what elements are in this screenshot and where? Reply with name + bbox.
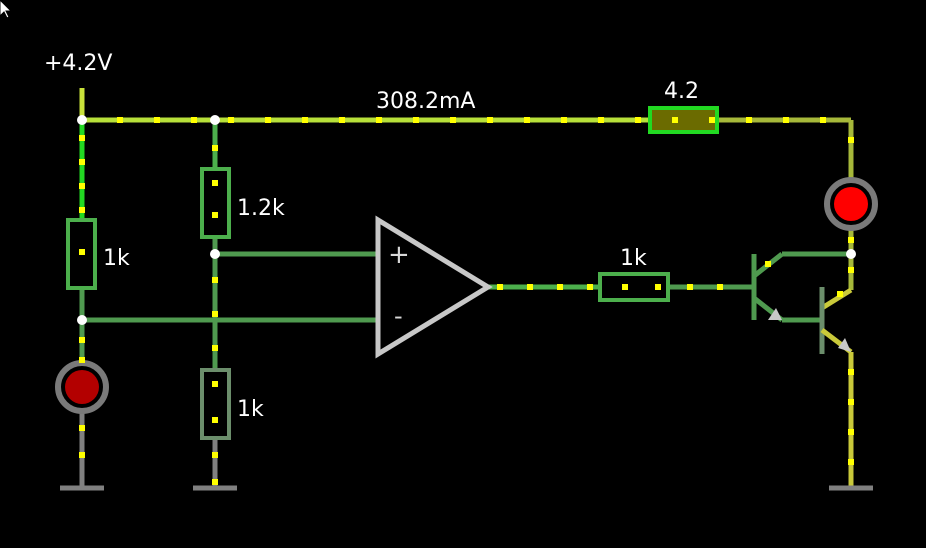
current-dots <box>79 117 854 485</box>
current-dot <box>413 117 419 123</box>
current-dot <box>228 117 234 123</box>
current-dot <box>598 117 604 123</box>
current-dot <box>117 117 123 123</box>
current-dot <box>687 284 693 290</box>
current-dot <box>848 369 854 375</box>
current-dot <box>746 117 752 123</box>
resistor-mid-top-label: 1.2k <box>237 196 285 221</box>
current-dot <box>450 117 456 123</box>
emitter-arrow-icon <box>768 308 782 320</box>
current-dot <box>212 180 218 186</box>
current-dot <box>635 117 641 123</box>
current-dot <box>212 212 218 218</box>
current-dot <box>191 117 197 123</box>
wire-darlington[interactable] <box>782 228 854 488</box>
current-dot <box>212 277 218 283</box>
current-dot <box>265 117 271 123</box>
lamp-left[interactable] <box>55 360 109 414</box>
resistor-left-label: 1k <box>103 246 130 271</box>
junction-nodes <box>77 115 856 325</box>
opamp-plus-label: + <box>388 240 410 270</box>
current-dot <box>79 159 85 165</box>
current-dot <box>709 117 715 123</box>
current-dot <box>79 357 85 363</box>
current-dot <box>848 267 854 273</box>
current-dot <box>783 117 789 123</box>
current-dot <box>672 117 678 123</box>
current-dot <box>557 284 563 290</box>
current-dot <box>848 459 854 465</box>
current-dot <box>848 137 854 143</box>
current-label: 308.2mA <box>376 89 475 114</box>
current-dot <box>655 284 661 290</box>
current-dot <box>212 345 218 351</box>
current-dot <box>339 117 345 123</box>
supply-voltage-label: +4.2V <box>44 51 112 76</box>
current-dot <box>527 284 533 290</box>
current-dot <box>561 117 567 123</box>
resistor-top-label: 4.2 <box>664 79 699 104</box>
current-dot <box>622 284 628 290</box>
current-dot <box>212 145 218 151</box>
resistor-top[interactable] <box>648 106 719 134</box>
current-dot <box>848 399 854 405</box>
lamp-right[interactable] <box>824 177 878 231</box>
current-dot <box>79 183 85 189</box>
mouse-cursor-icon <box>0 0 13 19</box>
current-dot <box>765 261 771 267</box>
current-dot <box>497 284 503 290</box>
opamp[interactable]: + - <box>375 215 493 359</box>
current-dot <box>848 429 854 435</box>
current-dot <box>154 117 160 123</box>
current-dot <box>79 425 85 431</box>
current-dot <box>376 117 382 123</box>
current-dot <box>79 249 85 255</box>
resistor-mid-bottom[interactable] <box>200 368 231 440</box>
wire-opamp-inputs[interactable] <box>82 251 378 323</box>
emitter-arrow-icon <box>838 338 851 352</box>
resistor-mid-bottom-label: 1k <box>237 397 264 422</box>
resistor-mid-top[interactable] <box>200 167 231 239</box>
current-dot <box>212 452 218 458</box>
current-dot <box>487 117 493 123</box>
current-dot <box>212 479 218 485</box>
current-dot <box>302 117 308 123</box>
current-dot <box>212 417 218 423</box>
current-dot <box>79 135 85 141</box>
current-dot <box>79 337 85 343</box>
wire-top-rail[interactable] <box>82 117 854 180</box>
current-dot <box>717 284 723 290</box>
current-dot <box>79 207 85 213</box>
current-dot <box>524 117 530 123</box>
opamp-minus-label: - <box>394 302 403 330</box>
current-dot <box>848 237 854 243</box>
transistor-q2[interactable] <box>819 287 853 354</box>
resistor-base-label: 1k <box>620 246 647 271</box>
current-dot <box>212 311 218 317</box>
resistor-base[interactable] <box>598 272 670 302</box>
resistor-left[interactable] <box>66 218 97 290</box>
current-dot <box>820 117 826 123</box>
current-dot <box>837 291 843 297</box>
current-dot <box>212 381 218 387</box>
current-dot <box>587 284 593 290</box>
current-dot <box>79 452 85 458</box>
